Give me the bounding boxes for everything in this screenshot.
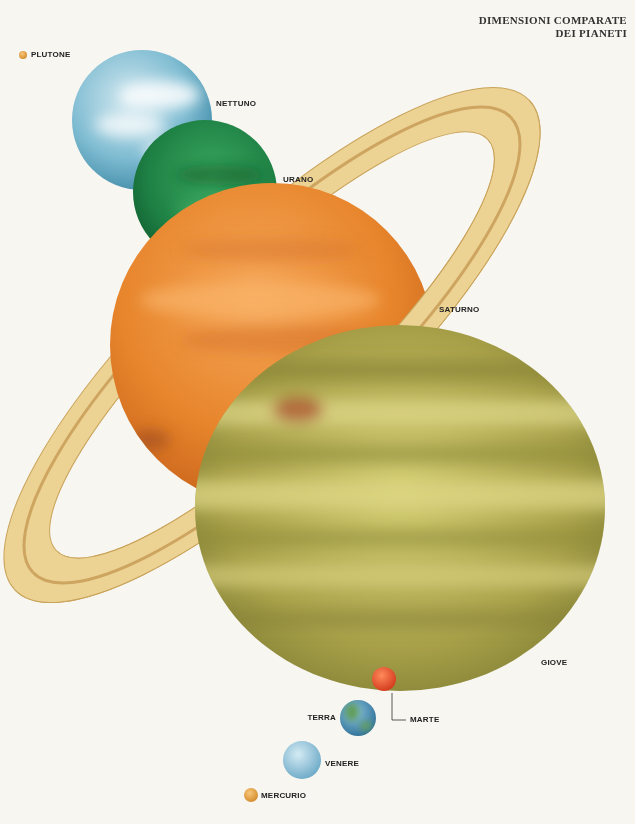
planet-label: MARTE: [410, 715, 439, 725]
mercury: [244, 788, 258, 802]
planet-label: GIOVE: [541, 658, 567, 668]
planet-label: VENERE: [325, 759, 359, 769]
leader-line: [392, 693, 406, 720]
earth: [340, 700, 376, 736]
jupiter: [180, 325, 620, 691]
planet-label: TERRA: [307, 713, 336, 723]
planet-label: NETTUNO: [216, 99, 256, 109]
planet-label: SATURNO: [439, 305, 479, 315]
venus: [283, 741, 321, 779]
pluto: [19, 51, 27, 59]
planet-label: MERCURIO: [261, 791, 306, 801]
planet-label: URANO: [283, 175, 313, 185]
planet-label: PLUTONE: [31, 50, 70, 60]
mars: [372, 667, 396, 691]
diagram-title: DIMENSIONI COMPARATE DEI PIANETI: [475, 14, 627, 40]
